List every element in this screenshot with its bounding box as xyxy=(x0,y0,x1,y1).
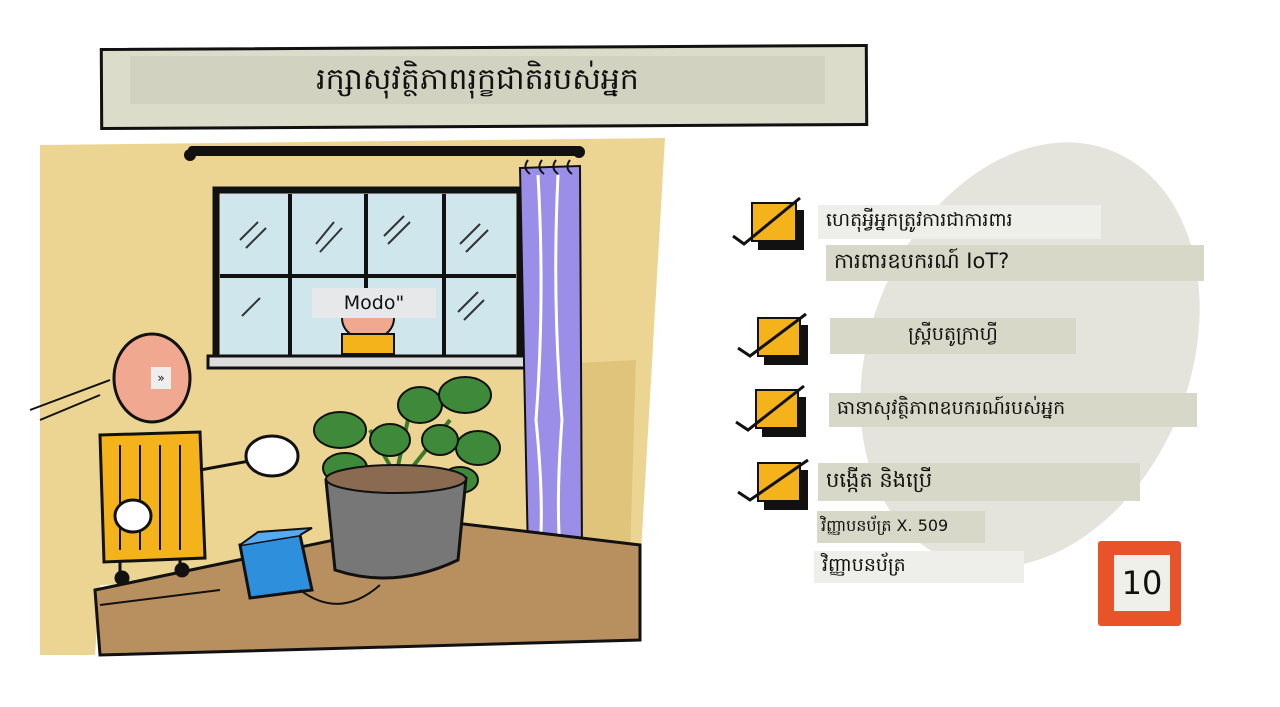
rod-end-right xyxy=(573,146,585,158)
title-background xyxy=(130,56,825,104)
rod-end-left xyxy=(184,149,196,161)
checkbox-icon-3 xyxy=(735,384,806,437)
curtain-rod xyxy=(188,146,583,156)
window-label: Modo" xyxy=(312,288,436,318)
checklist-item-4: បង្កើត និងប្រើ xyxy=(818,463,1140,501)
checklist-item-1-line-1: ហេតុអ្វីអ្នកត្រូវការជាការពារ xyxy=(818,205,1101,239)
checkbox-icon-1 xyxy=(732,196,804,250)
checkbox-icon-4 xyxy=(737,458,809,510)
checkbox-icon-2 xyxy=(737,312,808,365)
checklist-item-3: ធានាសុវត្ថិភាពឧបករណ៍របស់អ្នក xyxy=(829,393,1197,427)
checklist-subitem-1: វិញ្ញាបនប័ត្រ X. 509 xyxy=(817,511,985,543)
head-mark: » xyxy=(151,367,171,389)
page-title: រក្សាសុវត្ថិភាពរុក្ខជាតិរបស់អ្នក xyxy=(316,62,639,97)
checklist-subitem-2: វិញ្ញាបនប័ត្រ xyxy=(814,551,1024,583)
lesson-number: 10 xyxy=(1114,555,1170,611)
checklist-item-2: ស្គ្រីបតូក្រាហ្វី xyxy=(830,318,1076,354)
checklist-item-1-line-2: ការពារឧបករណ៍ IoT? xyxy=(826,245,1204,281)
